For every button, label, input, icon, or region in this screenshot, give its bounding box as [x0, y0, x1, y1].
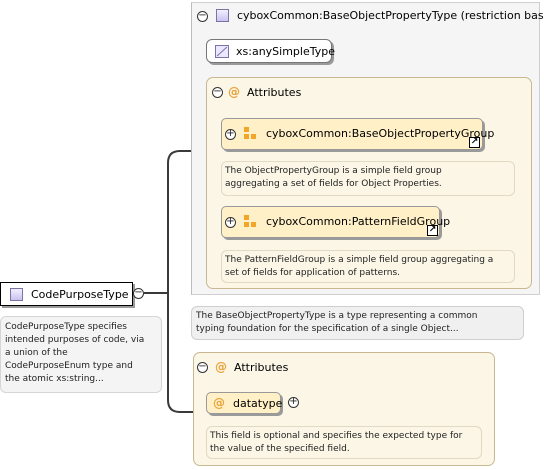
- attribute-group-icon: [244, 127, 257, 140]
- attribute-group-name: cyboxCommon:PatternFieldGroup: [266, 215, 451, 228]
- attribute-icon: @: [213, 396, 225, 410]
- attribute-group-doc: The ObjectPropertyGroup is a simple fiel…: [221, 161, 515, 196]
- attribute-box[interactable]: @ datatype: [206, 392, 283, 414]
- attribute-group-doc: The PatternFieldGroup is a simple field …: [221, 250, 515, 283]
- restriction-doc: The BaseObjectPropertyType is a type rep…: [191, 306, 524, 340]
- attribute-icon: @: [228, 85, 240, 99]
- root-type-box[interactable]: CodePurposeType: [0, 282, 133, 306]
- attribute-icon: @: [215, 360, 227, 374]
- complex-type-icon: [10, 288, 23, 301]
- restriction-title: cyboxCommon:BaseObjectPropertyType (rest…: [237, 9, 544, 22]
- expand-icon[interactable]: +: [225, 128, 236, 140]
- attributes-label: Attributes: [234, 361, 289, 374]
- collapse-icon[interactable]: −: [212, 86, 223, 98]
- external-link-icon[interactable]: ↗: [469, 137, 480, 148]
- root-type-name: CodePurposeType: [31, 288, 129, 301]
- attribute-group-box[interactable]: + cyboxCommon:BaseObjectPropertyGroup ↗: [221, 118, 494, 150]
- collapse-icon[interactable]: −: [197, 10, 208, 22]
- attribute-name: datatype: [233, 397, 283, 410]
- complex-type-icon: [216, 9, 229, 22]
- expand-icon[interactable]: +: [225, 216, 236, 228]
- attributes-container: − @ Attributes @ datatype + This field i…: [193, 352, 495, 466]
- simple-type-icon: [215, 45, 229, 58]
- simple-type-name: xs:anySimpleType: [236, 45, 335, 58]
- attribute-doc: This field is optional and specifies the…: [206, 426, 482, 459]
- collapse-icon[interactable]: −: [197, 361, 208, 373]
- external-link-icon[interactable]: ↗: [427, 225, 438, 236]
- root-type-doc: CodePurposeType specifies intended purpo…: [0, 316, 162, 393]
- simple-type-box[interactable]: xs:anySimpleType: [206, 39, 335, 63]
- restriction-panel: − cyboxCommon:BaseObjectPropertyType (re…: [191, 2, 544, 295]
- expand-icon[interactable]: +: [288, 396, 299, 408]
- attribute-group-icon: [244, 215, 257, 228]
- attribute-group-name: cyboxCommon:BaseObjectPropertyGroup: [266, 127, 495, 140]
- collapse-icon[interactable]: −: [133, 287, 144, 299]
- attributes-label: Attributes: [247, 86, 302, 99]
- restriction-attributes-container: − @ Attributes + cyboxCommon:BaseObjectP…: [206, 77, 532, 289]
- attribute-group-box[interactable]: + cyboxCommon:PatternFieldGroup ↗: [221, 206, 450, 238]
